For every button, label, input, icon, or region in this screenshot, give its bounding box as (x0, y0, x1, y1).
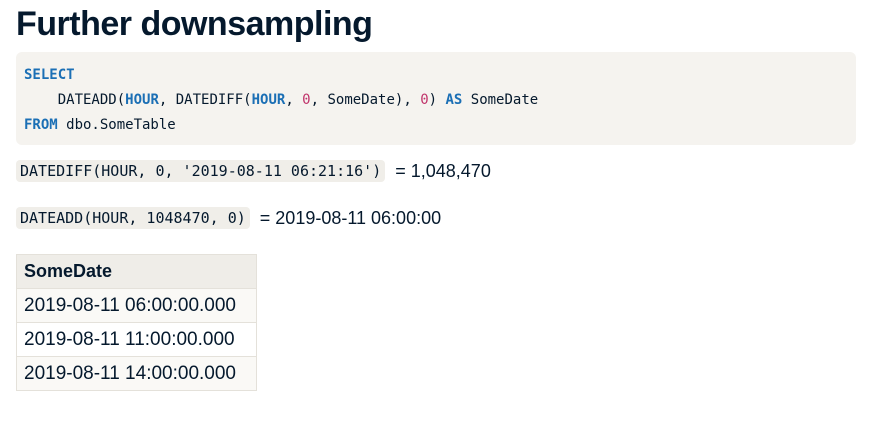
keyword: HOUR (251, 92, 286, 108)
number-literal: 0 (302, 92, 311, 108)
table-row: 2019-08-11 11:00:00.000 (16, 322, 257, 357)
code-text: SomeDate (462, 92, 539, 108)
code-text: , (285, 92, 303, 108)
code-text: dbo.SomeTable (57, 117, 176, 133)
code-text: DATEADD( (57, 92, 126, 108)
results-table: SomeDate 2019-08-11 06:00:00.000 2019-08… (16, 254, 257, 391)
datediff-example: DATEDIFF(HOUR, 0, '2019-08-11 06:21:16')… (16, 160, 491, 182)
code-text (24, 92, 58, 108)
code-text: , DATEDIFF( (158, 92, 252, 108)
dateadd-example: DATEADD(HOUR, 1048470, 0) = 2019-08-11 0… (16, 207, 441, 229)
keyword: AS (445, 92, 463, 108)
keyword: HOUR (125, 92, 159, 108)
keyword: SELECT (24, 67, 75, 83)
inline-code: DATEDIFF(HOUR, 0, '2019-08-11 06:21:16') (16, 160, 386, 182)
table-cell: 2019-08-11 11:00:00.000 (16, 322, 257, 357)
expression-result: = 2019-08-11 06:00:00 (259, 207, 442, 228)
table-row: 2019-08-11 14:00:00.000 (16, 356, 257, 391)
expression-result: = 1,048,470 (395, 160, 491, 181)
code-text: ) (428, 92, 446, 108)
column-header: SomeDate (16, 254, 257, 289)
table-cell: 2019-08-11 06:00:00.000 (16, 288, 257, 323)
table-cell: 2019-08-11 14:00:00.000 (16, 356, 257, 391)
code-line-3: FROM dbo.SomeTable (24, 113, 848, 138)
inline-code: DATEADD(HOUR, 1048470, 0) (16, 207, 250, 229)
code-line-2: DATEADD(HOUR, DATEDIFF(HOUR, 0, SomeDate… (24, 88, 848, 113)
sql-code-block: SELECT DATEADD(HOUR, DATEDIFF(HOUR, 0, S… (16, 52, 856, 145)
number-literal: 0 (420, 92, 429, 108)
page-title: Further downsampling (16, 5, 373, 43)
keyword: FROM (24, 117, 58, 133)
table-header-row: SomeDate (16, 254, 257, 289)
code-text: , SomeDate), (310, 92, 421, 108)
table-row: 2019-08-11 06:00:00.000 (16, 288, 257, 323)
code-line-1: SELECT (24, 63, 848, 88)
